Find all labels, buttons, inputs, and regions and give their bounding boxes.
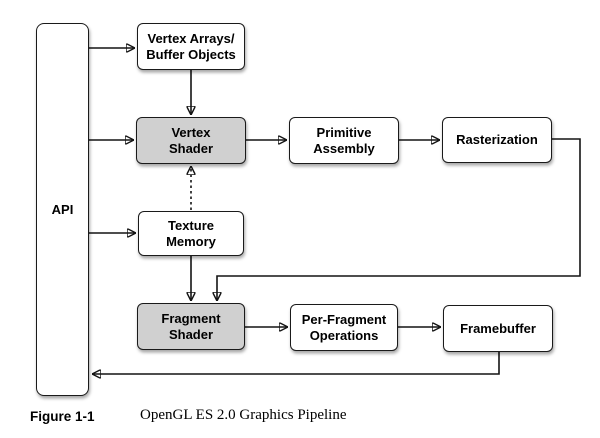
node-api: API <box>36 23 89 396</box>
node-rasterization-label: Rasterization <box>456 132 538 147</box>
figure-label: Figure 1-1 <box>30 409 95 424</box>
node-api-label: API <box>51 201 74 217</box>
node-per-fragment-operations-label: Per-Fragment Operations <box>301 311 387 343</box>
node-vertex-shader: Vertex Shader <box>136 117 246 164</box>
node-texture-memory: Texture Memory <box>138 211 244 256</box>
node-primitive-assembly: Primitive Assembly <box>289 117 399 164</box>
figure-title: OpenGL ES 2.0 Graphics Pipeline <box>140 407 347 423</box>
figure-caption: Figure 1-1 OpenGL ES 2.0 Graphics Pipeli… <box>0 407 600 431</box>
node-fragment-shader-label: Fragment Shader <box>161 310 221 342</box>
node-framebuffer: Framebuffer <box>443 305 553 352</box>
node-fragment-shader: Fragment Shader <box>137 303 245 350</box>
node-texture-memory-label: Texture Memory <box>166 217 216 249</box>
node-framebuffer-label: Framebuffer <box>460 320 536 336</box>
edge-rasterization-to-fragment-shader <box>217 138 581 301</box>
node-vertex-arrays-buffer-objects: Vertex Arrays/ Buffer Objects <box>137 23 245 70</box>
node-vertex-arrays-label: Vertex Arrays/ Buffer Objects <box>146 30 236 62</box>
node-vertex-shader-label: Vertex Shader <box>168 124 214 156</box>
node-per-fragment-operations: Per-Fragment Operations <box>290 304 398 351</box>
edge-framebuffer-to-api <box>92 352 500 374</box>
node-rasterization: Rasterization <box>442 117 552 163</box>
node-primitive-assembly-label: Primitive Assembly <box>313 124 375 156</box>
